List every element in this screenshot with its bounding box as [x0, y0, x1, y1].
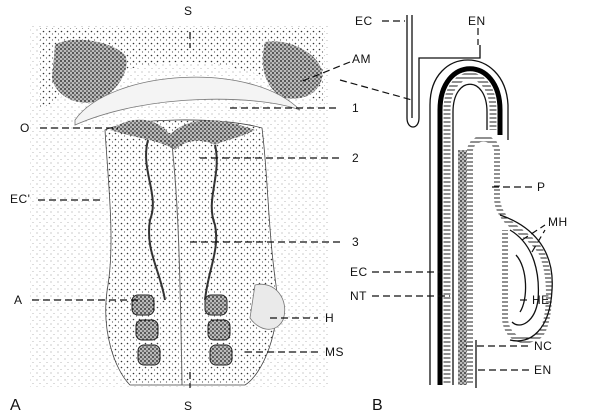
label-en: EN	[534, 363, 552, 377]
label-en-top: EN	[468, 14, 486, 28]
label-2: 2	[352, 151, 359, 165]
notochord	[458, 150, 467, 385]
panel-a: S AM O EC' 1 2 3 A H MS S A	[10, 4, 371, 414]
label-s-bottom: S	[184, 399, 193, 413]
label-s-top: S	[184, 4, 193, 18]
embryo-body	[105, 120, 277, 385]
label-1: 1	[352, 101, 359, 115]
panel-a-letter: A	[10, 397, 21, 414]
label-ms: MS	[325, 345, 344, 359]
label-nc: NC	[534, 339, 552, 353]
endocardium	[516, 255, 526, 312]
panel-b-letter: B	[372, 397, 383, 414]
panel-b: EC EN P MH EC NT HE NC EN B	[340, 14, 568, 414]
label-am: AM	[352, 52, 371, 66]
label-p: P	[537, 180, 546, 194]
label-ec-prime: EC'	[10, 192, 30, 206]
label-mh: MH	[548, 215, 568, 229]
label-a: A	[14, 293, 23, 307]
label-nt: NT	[350, 289, 367, 303]
label-h: H	[325, 311, 334, 325]
label-ec: EC	[350, 265, 368, 279]
label-o: O	[20, 121, 30, 135]
label-he: HE	[532, 293, 550, 307]
leader-am-b	[340, 80, 412, 100]
label-ec-top: EC	[355, 14, 373, 28]
label-3: 3	[352, 235, 359, 249]
